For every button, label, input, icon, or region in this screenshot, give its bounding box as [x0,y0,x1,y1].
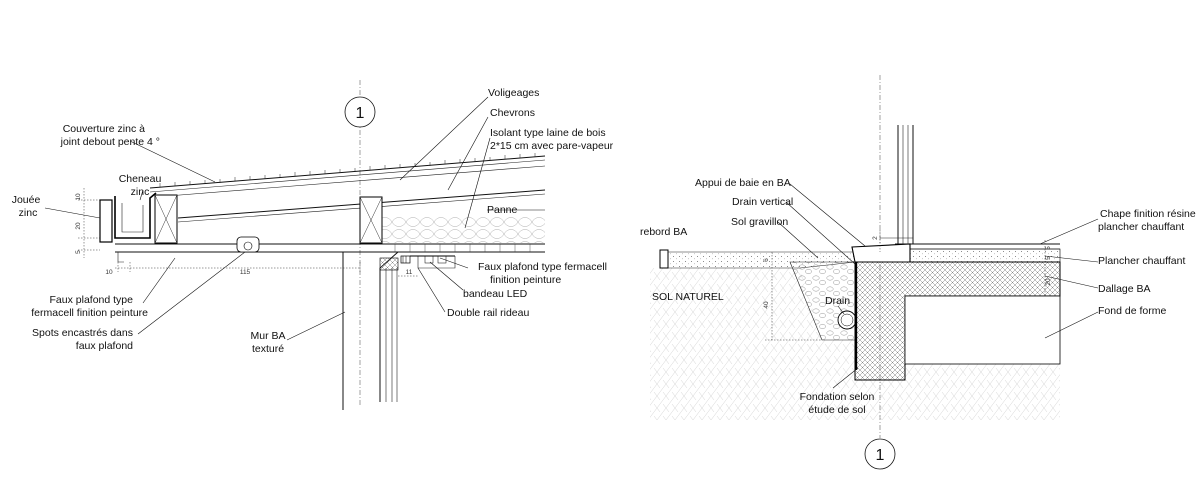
voligeage-line [154,165,546,198]
dim-5a: 5 [1045,246,1052,250]
label-double-rail: Double rail rideau [447,307,529,319]
label-plancher-chauffant: Plancher chauffant [1098,255,1185,267]
underfloor-heating-layer [909,248,1061,263]
led-strip-box [417,256,456,269]
left-leaders [44,96,545,341]
label-rebord-ba: rebord BA [640,226,687,238]
zinc-covering [149,155,546,189]
rebord-ba [659,249,669,269]
label-cheneau-line1: Cheneau [119,173,162,185]
label-faux-plafond-type-line2: fermacell finition peinture [31,307,148,319]
dim-20: 20 [75,222,82,230]
natural-soil [650,268,905,420]
dim-5b: 5 [1045,256,1052,260]
standing-seams [159,153,536,187]
label-sol-naturel: SOL NATUREL [652,291,724,303]
dim-2: 2 [872,236,879,240]
gutter-zinc [114,192,157,239]
label-voligeages: Voligeages [488,87,539,99]
label-bandeau-led: bandeau LED [463,288,528,300]
label-drain: Drain [825,295,850,307]
right-labels: Appui de baie en BA Drain vertical Sol g… [640,177,1196,416]
label-fondation-line1: Fondation selon [800,391,875,403]
left-detail: 1 [12,80,614,410]
label-jouee-line2: zinc [19,207,38,219]
label-mur-ba-line1: Mur BA [250,330,285,342]
label-isolant-line1: Isolant type laine de bois [490,127,606,139]
label-couverture-line2: joint debout pente 4 ° [60,136,160,148]
label-chevrons: Chevrons [490,107,535,119]
double-curtain-rail [400,255,411,264]
label-dallage-ba: Dallage BA [1098,283,1151,295]
label-spots-line1: Spots encastrés dans [32,327,133,339]
label-drain-vertical: Drain vertical [732,196,793,208]
window-frame [880,125,914,244]
right-detail: 1 [640,75,1196,470]
left-labels: Voligeages Chevrons Isolant type laine d… [12,87,614,355]
axis-label-right: 1 [876,447,885,464]
dim-6: 6 [763,258,770,262]
label-faux-plafond-fermacell-line2: finition peinture [490,274,561,286]
timber-sections [154,194,383,244]
dim-5: 5 [75,250,82,254]
dim-10-top: 10 [75,193,82,201]
label-sol-gravillon: Sol gravillon [731,216,788,228]
label-isolant-line2: 2*15 cm avec pare-vapeur [490,140,614,152]
joue-zinc-edge [99,199,113,243]
axis-bubble-right [864,438,896,470]
label-couverture-line1: Couverture zinc à [63,123,145,135]
label-cheneau-line2: zinc [131,186,150,198]
label-chape-line1: Chape finition résine [1100,208,1196,220]
recessed-spot [236,236,260,253]
axis-label-left: 1 [356,105,365,122]
label-appui-baie: Appui de baie en BA [695,177,791,189]
dim-115: 115 [240,269,251,276]
label-mur-ba-line2: texturé [252,343,284,355]
label-faux-plafond-fermacell-line1: Faux plafond type fermacell [478,261,607,273]
dim-40: 40 [763,301,770,309]
axis-bubble-left [344,96,376,128]
right-dimensions [765,230,1046,341]
dim-10-bottom: 10 [105,269,113,276]
left-dimensions [78,188,418,277]
label-jouee-line1: Jouée [12,194,41,206]
dim-20-right: 20 [1045,278,1052,286]
window-sill-ba [851,243,911,263]
dim-11: 11 [406,269,413,276]
label-fond-forme: Fond de forme [1098,305,1166,317]
drain-pipe [837,310,857,330]
fond-de-forme [904,295,1061,365]
label-fondation-line2: étude de sol [808,404,865,416]
label-panne: Panne [487,204,518,216]
label-spots-line2: faux plafond [76,340,133,352]
right-leaders [777,183,1099,389]
wood-wool-insulation [382,215,545,243]
label-chape-line2: plancher chauffant [1098,221,1184,233]
label-faux-plafond-type-line1: Faux plafond type [50,294,134,306]
